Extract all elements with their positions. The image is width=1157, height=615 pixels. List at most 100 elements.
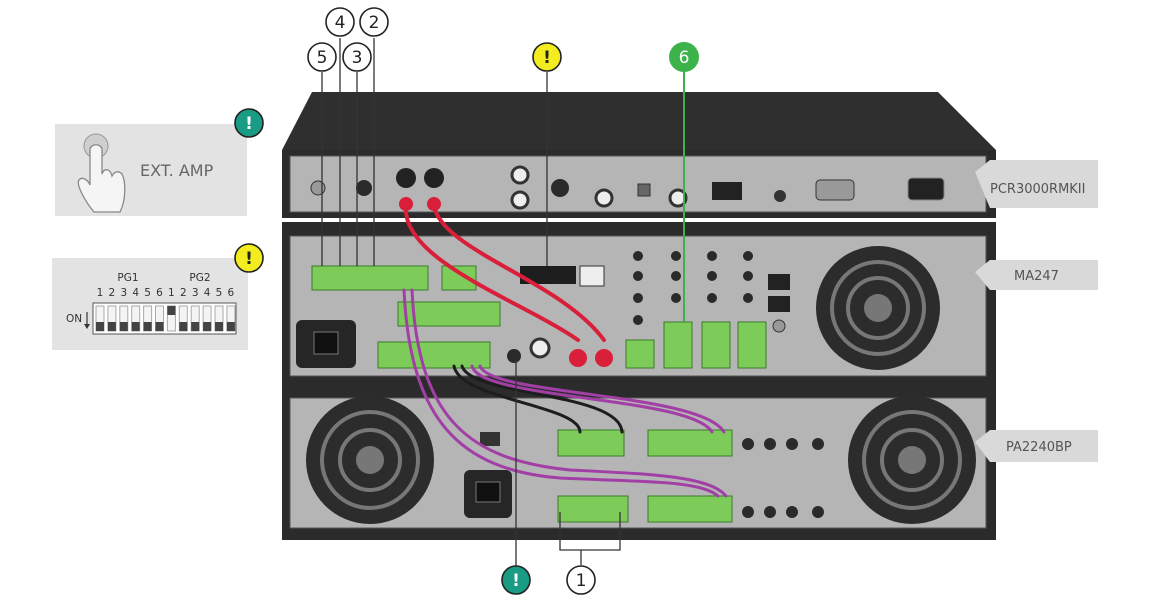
wires [399, 197, 728, 498]
pa-knob [812, 506, 824, 518]
dip-number: 4 [204, 287, 211, 299]
svg-text:6: 6 [679, 48, 690, 68]
dip-toggle[interactable] [203, 322, 212, 331]
pcr-jack [551, 179, 569, 197]
ma-knob [743, 293, 753, 303]
pa-switch [480, 432, 500, 446]
dip-number: 2 [109, 287, 116, 299]
dip-toggle[interactable] [143, 322, 152, 331]
ma-knob [671, 271, 681, 281]
callout-line-1a [559, 512, 582, 565]
dip-number: 6 [156, 287, 163, 299]
device-pa2240bp: PA2240BP [282, 380, 1098, 540]
ma-knob [707, 271, 717, 281]
pa-power-socket [475, 481, 501, 503]
dip-number: 4 [132, 287, 139, 299]
warning-callout-top: ! [532, 42, 562, 72]
ma-jack [507, 349, 521, 363]
dip-number: 3 [120, 287, 127, 299]
dip-toggle[interactable] [96, 322, 104, 331]
ma-knob [633, 271, 643, 281]
dip-switch-body [92, 302, 237, 335]
pa-fan-ring [338, 428, 402, 492]
ma-rca-1 [529, 337, 551, 359]
dip-number: 5 [144, 287, 151, 299]
ground-screw [310, 180, 326, 196]
dip-group-pg1: PG1 [117, 272, 138, 284]
pcr-knob [356, 180, 372, 196]
pa-fan-ring [880, 428, 944, 492]
callout-4: 4 [325, 7, 355, 37]
svg-text:4: 4 [335, 13, 346, 33]
dip-on-label: ON [66, 313, 82, 325]
svg-text:!: ! [543, 48, 551, 68]
dip-toggle[interactable] [131, 322, 140, 331]
ma-knob [671, 293, 681, 303]
info-callout-bottom: ! [501, 565, 531, 595]
svg-text:1: 1 [576, 571, 587, 591]
ma-rj45-port [579, 265, 605, 287]
ma-screw [772, 319, 786, 333]
ma-optical-2 [768, 296, 790, 312]
speaker-plug-1 [399, 197, 413, 211]
black-wire-2 [460, 364, 624, 434]
callout-line-1b [581, 512, 621, 551]
signal-wire-3 [470, 364, 714, 434]
signal-wire-4 [478, 364, 726, 434]
ma-terminal-small-3 [701, 321, 731, 369]
ma-knob [707, 293, 717, 303]
ma-terminal-block-4 [377, 341, 491, 369]
pa-terminal-block-3 [557, 495, 629, 523]
pcr-led [774, 190, 786, 202]
callout-lines [321, 38, 685, 566]
dip-group-pg2: PG2 [189, 272, 210, 284]
dip-toggle[interactable] [191, 322, 200, 331]
dip-toggle[interactable] [226, 322, 235, 331]
speaker-wire-2 [432, 203, 606, 342]
speaker-plug-4 [595, 349, 613, 367]
ma-knob [707, 251, 717, 261]
black-wire-1 [452, 364, 582, 434]
dip-toggle[interactable] [119, 322, 128, 331]
callout-6: 6 [669, 42, 699, 72]
pcr-rca-2 [510, 190, 530, 210]
pa-fan-hub [356, 446, 384, 474]
pa-knob [764, 506, 776, 518]
speaker-plug-2 [427, 197, 441, 211]
ma-knob [743, 271, 753, 281]
info-callout-ext-amp: ! [234, 108, 264, 138]
device-ma247: MA247 [282, 222, 1098, 380]
dip-toggle[interactable] [167, 306, 176, 315]
ma-fan-ring [846, 276, 910, 340]
ma-optical-1 [768, 274, 790, 290]
dip-toggle[interactable] [179, 322, 188, 331]
pcr-small-switch [637, 183, 651, 197]
svg-text:5: 5 [317, 48, 328, 68]
dip-toggle[interactable] [155, 322, 164, 331]
dip-number: 1 [168, 287, 175, 299]
callout-1: 1 [566, 565, 596, 595]
pcr-rca-4 [668, 188, 688, 208]
pa-fan-hub [898, 446, 926, 474]
ext-amp-label: EXT. AMP [140, 161, 214, 180]
dip-toggle[interactable] [107, 322, 116, 331]
svg-text:!: ! [245, 114, 253, 134]
dip-number: 3 [192, 287, 199, 299]
dip-number: 2 [180, 287, 187, 299]
pa-knob [742, 438, 754, 450]
svg-text:!: ! [512, 571, 520, 591]
dip-toggle-row [95, 305, 236, 332]
warning-callout-dip: ! [234, 243, 264, 273]
pa-knob [786, 506, 798, 518]
device-label-pcr3000rmkii: PCR3000RMKII [990, 182, 1085, 197]
dip-toggle[interactable] [215, 322, 223, 331]
callout-2: 2 [359, 7, 389, 37]
pcr-binding-post-2 [424, 168, 444, 188]
ma-terminal-small-1 [625, 339, 655, 369]
ma-power-socket [313, 331, 339, 355]
ma-terminal-small-2 [663, 321, 693, 369]
ma-knob [633, 293, 643, 303]
pa-terminal-block-1 [557, 429, 625, 457]
speaker-wire-1 [403, 203, 580, 342]
